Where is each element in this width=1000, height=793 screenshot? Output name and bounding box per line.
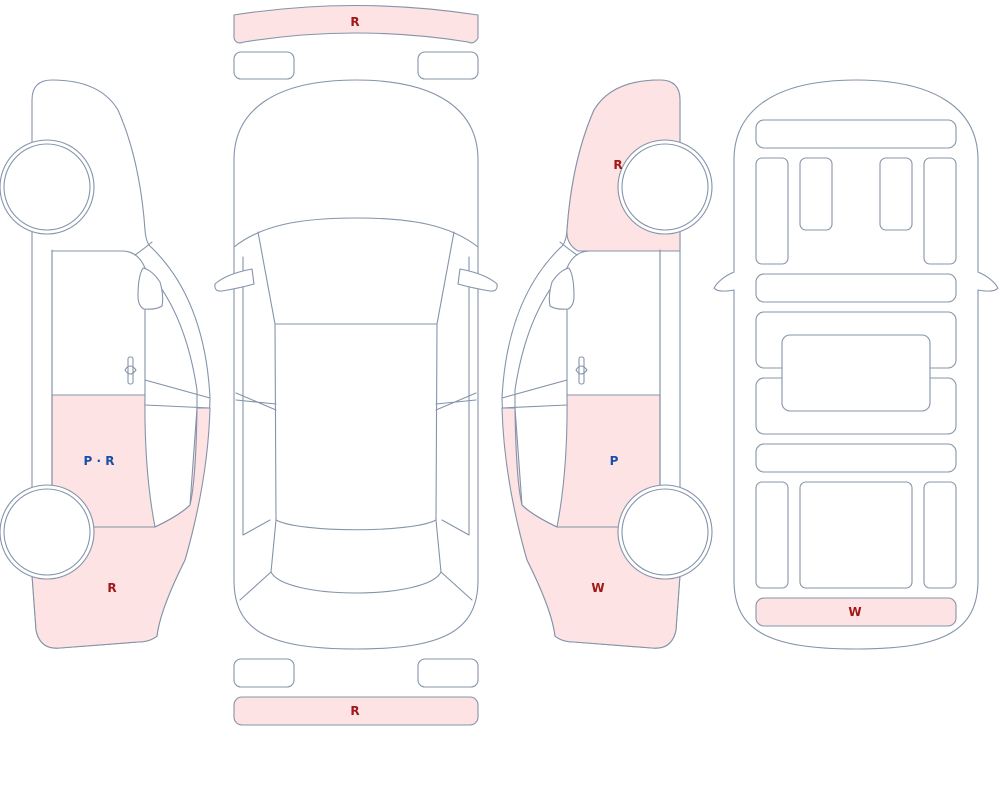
front-bumper[interactable] <box>233 4 479 44</box>
floor-trunk-pan[interactable] <box>799 481 913 589</box>
windshield-left-edge <box>257 231 277 573</box>
pillar-right <box>435 392 477 411</box>
left-door-handle-cap <box>124 365 137 375</box>
rear-bumper-label: R <box>350 704 359 718</box>
right-window-frame <box>514 267 568 528</box>
right-rear-wheel-inner <box>621 488 709 576</box>
right-hood-edge <box>559 241 578 256</box>
right-pillar-line <box>501 379 568 409</box>
floor-rear-panel[interactable] <box>755 597 957 627</box>
trunk-line <box>270 571 442 594</box>
front-bumper-label: R <box>350 15 359 29</box>
rear-corner-left <box>239 571 272 601</box>
right-mirror[interactable] <box>548 267 575 310</box>
right-front-door-line <box>566 250 661 528</box>
floor-crossmember[interactable] <box>755 443 957 473</box>
floor-view: W <box>713 79 999 650</box>
left-quarter-label: R <box>107 581 116 595</box>
windshield-right-edge <box>435 231 455 573</box>
right-quarter-label: W <box>591 581 604 595</box>
taillight-left[interactable] <box>233 658 295 688</box>
rear-window-line <box>275 519 437 531</box>
left-hood-edge <box>134 241 153 256</box>
side-line-left <box>242 256 271 536</box>
floor-front-panel[interactable] <box>755 119 957 149</box>
right-front-wheel-inner <box>621 143 709 231</box>
floor-dash-panel[interactable] <box>755 273 957 303</box>
taillight-right[interactable] <box>417 658 479 688</box>
left-door-handle[interactable] <box>127 356 134 385</box>
floor-front-right-inner[interactable] <box>879 157 913 231</box>
rear-bumper[interactable] <box>233 696 479 726</box>
rear-corner-right <box>440 571 473 601</box>
top-view: R R <box>214 4 498 726</box>
floor-rear-left-rail[interactable] <box>755 481 789 589</box>
left-front-door-line <box>51 250 146 528</box>
floor-front-left-rail[interactable] <box>755 157 789 265</box>
left-front-wheel-inner <box>3 143 91 231</box>
side-line-right <box>441 256 470 536</box>
hood-line <box>233 217 479 248</box>
headlight-right[interactable] <box>417 51 479 80</box>
floor-front-right-rail[interactable] <box>923 157 957 265</box>
left-window-frame <box>144 267 198 528</box>
floor-center-tunnel[interactable] <box>781 334 931 412</box>
floor-front-left-inner[interactable] <box>799 157 833 231</box>
headlight-left[interactable] <box>233 51 295 80</box>
left-rear-door-label: P · R <box>84 454 115 468</box>
left-mirror[interactable] <box>137 267 164 310</box>
right-door-handle-cap <box>575 365 588 375</box>
mirror-left-top[interactable] <box>214 268 255 292</box>
right-front-fender-label: R <box>613 158 622 172</box>
left-rear-wheel-inner <box>3 488 91 576</box>
right-rear-door-label: P <box>610 454 619 468</box>
right-side-view: R P W <box>501 79 713 649</box>
left-side-view: P · R R <box>0 79 211 649</box>
car-body-top <box>233 79 479 650</box>
right-door-handle[interactable] <box>578 356 585 385</box>
floor-rear-panel-label: W <box>848 605 861 619</box>
left-pillar-line <box>144 379 211 409</box>
mirror-right-top[interactable] <box>457 268 498 292</box>
pillar-left <box>235 392 277 411</box>
floor-rear-right-rail[interactable] <box>923 481 957 589</box>
